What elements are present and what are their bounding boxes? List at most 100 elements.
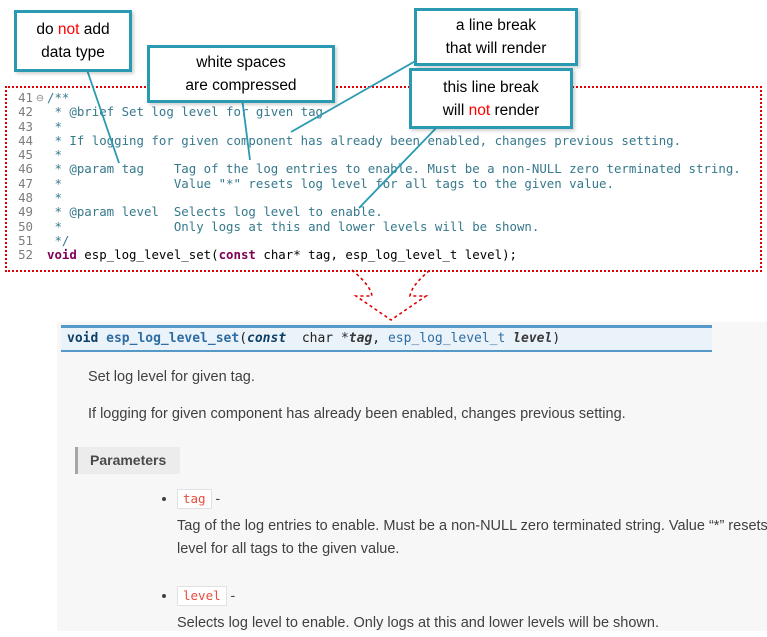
code-line: 44 * If logging for given component has …	[11, 132, 760, 148]
signature-token: esp_log_level_set	[106, 331, 240, 346]
line-number: 44	[18, 132, 33, 148]
code-text: * @param tag Tag of the log entries to e…	[47, 161, 741, 177]
signature-token: char	[286, 331, 341, 346]
comment-token: *	[47, 147, 62, 163]
line-number: 50	[18, 218, 33, 234]
signature-token: (	[239, 331, 248, 346]
code-line: 51 */	[11, 232, 760, 248]
code-text: /**	[47, 90, 70, 105]
comment-token: /**	[47, 90, 70, 105]
callout-text: data type	[41, 44, 105, 61]
signature-token: tag	[348, 331, 373, 346]
code-line: 41⊖/**	[11, 90, 760, 105]
parameter-name-line: tag -	[177, 489, 767, 509]
parameter-item: level - Selects log level to enable. Only…	[177, 586, 767, 635]
fold-gutter	[33, 248, 47, 262]
function-signature: void esp_log_level_set(const char *tag, …	[61, 325, 712, 352]
callout-text-line: do not add	[36, 18, 109, 41]
code-line: 48 *	[11, 190, 760, 206]
callout-no-data-type: do not add data type	[14, 10, 132, 72]
brief-description: Set log level for given tag.	[88, 369, 255, 385]
rendered-docs: void esp_log_level_set(const char *tag, …	[57, 322, 767, 631]
callout-text-line: data type	[41, 41, 105, 64]
callout-text-line: a line break	[456, 14, 536, 37]
fold-gutter	[33, 177, 47, 191]
callout-text-line: are compressed	[185, 74, 296, 97]
parameters-list: tag -Tag of the log entries to enable. M…	[57, 489, 767, 635]
comment-token: * @param tag Tag of the log entries to e…	[47, 161, 741, 177]
callout-text: are compressed	[185, 77, 297, 94]
callout-text: render	[490, 101, 540, 119]
parameter-name-line: level -	[177, 586, 767, 606]
callout-emphasis-text: not	[468, 101, 491, 119]
code-lines: 41⊖/**42 * @brief Set log level for give…	[11, 90, 760, 263]
comment-token: */	[47, 232, 70, 248]
parameter-name-chip: level	[177, 586, 227, 606]
callout-text-line: white spaces	[196, 51, 286, 74]
callout-text: do	[36, 21, 58, 38]
signature-token: *	[340, 331, 349, 346]
code-text: *	[47, 190, 62, 206]
comment-token: *	[47, 190, 62, 206]
fold-gutter	[33, 105, 47, 119]
parameters-heading: Parameters	[75, 447, 181, 474]
callout-text: a line break	[455, 17, 537, 34]
fold-collapse-icon[interactable]: ⊖	[36, 90, 44, 105]
code-text: * @param level Selects log level to enab…	[47, 204, 383, 220]
callout-text: will	[442, 101, 469, 119]
line-number: 48	[18, 190, 33, 206]
fold-gutter	[33, 234, 47, 248]
code-text: *	[47, 118, 62, 134]
parameter-separator: -	[211, 490, 221, 506]
callout-text: white spaces	[196, 54, 286, 71]
callout-line-break-renders: a line break that will render	[414, 8, 578, 66]
fold-gutter	[33, 162, 47, 176]
detailed-description: If logging for given component has alrea…	[88, 406, 626, 422]
parameter-item: tag -Tag of the log entries to enable. M…	[177, 489, 767, 561]
comment-token: * If logging for given component has alr…	[47, 132, 682, 148]
line-number: 42	[18, 104, 33, 120]
callout-text-line: that will render	[446, 37, 547, 60]
code-line: 52 void esp_log_level_set(const char* ta…	[11, 247, 760, 263]
code-line: 45 *	[11, 147, 760, 163]
fold-gutter	[33, 120, 47, 134]
code-text: */	[47, 232, 70, 248]
comment-token: * Value "*" resets log level for all tag…	[47, 175, 614, 191]
code-line: 50 * Only logs at this and lower levels …	[11, 218, 760, 234]
code-line: 46 * @param tag Tag of the log entries t…	[11, 161, 760, 177]
comment-token: * @brief Set log level for given tag	[47, 104, 324, 120]
code-line: 42 * @brief Set log level for given tag	[11, 104, 760, 120]
line-number: 43	[18, 118, 33, 134]
code-text: *	[47, 147, 62, 163]
code-text: * Only logs at this and lower levels wil…	[47, 218, 540, 234]
line-number: 46	[18, 161, 33, 177]
line-number: 51	[18, 232, 33, 248]
code-editor: 41⊖/**42 * @brief Set log level for give…	[5, 86, 762, 272]
callout-whitespace-compressed: white spaces are compressed	[147, 45, 335, 103]
code-line: 49 * @param level Selects log level to e…	[11, 204, 760, 220]
flow-arrow-icon	[351, 269, 431, 321]
comment-token: * @param level Selects log level to enab…	[47, 204, 383, 220]
code-text: void esp_log_level_set(const char* tag, …	[47, 248, 517, 262]
signature-token: esp_log_level_t	[387, 331, 514, 346]
line-number: 52	[18, 247, 33, 263]
code-line: 47 * Value "*" resets log level for all …	[11, 175, 760, 191]
fold-gutter	[33, 220, 47, 234]
line-number: 41	[18, 90, 33, 105]
fold-gutter	[33, 205, 47, 219]
comment-token: * Only logs at this and lower levels wil…	[47, 218, 540, 234]
code-text: * @brief Set log level for given tag	[47, 105, 323, 119]
callout-text: that will render	[445, 40, 547, 57]
line-number: 49	[18, 204, 33, 220]
parameter-description: Selects log level to enable. Only logs a…	[177, 615, 659, 631]
signature-token: void	[67, 331, 99, 346]
callout-text-line: will not render	[443, 99, 540, 122]
signature-token: ,	[372, 331, 388, 346]
callout-emphasis-text: not	[57, 21, 80, 38]
keyword-token: const	[218, 247, 256, 263]
line-number: 45	[18, 147, 33, 163]
keyword-token: void	[47, 247, 77, 263]
comment-token: *	[47, 118, 62, 134]
signature-token	[98, 331, 106, 346]
